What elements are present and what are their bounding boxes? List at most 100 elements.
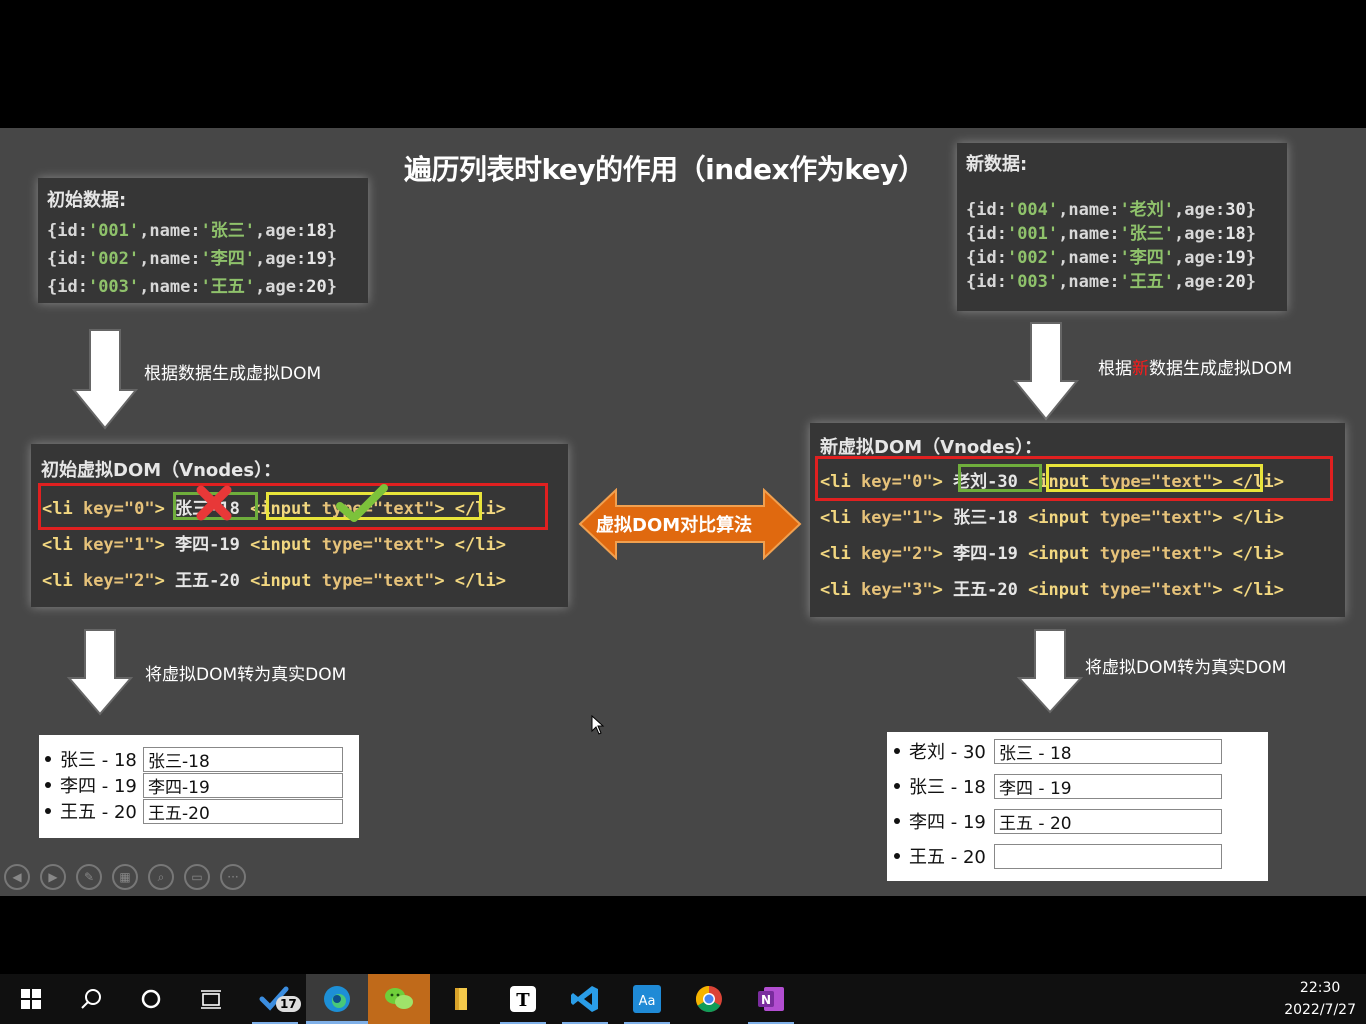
text-input[interactable] — [994, 843, 1222, 869]
list-item-label: 老刘 - 30 — [909, 742, 986, 763]
slide-title: 遍历列表时key的作用（index作为key） — [404, 153, 926, 186]
slides-icon[interactable]: ▦ — [112, 864, 138, 890]
data-object-line: {id:'001',name:'张三',age:18} — [966, 224, 1256, 244]
generate-vdom-label-right: 根据新数据生成虚拟DOM — [1098, 354, 1292, 379]
data-object-line: {id:'003',name:'王五',age:20} — [47, 277, 337, 297]
new-data-box: 新数据: {id:'004',name:'老刘',age:30} {id:'001… — [957, 143, 1287, 311]
list-item-label: 张三 - 18 — [60, 750, 137, 771]
vnode-line: <li key="0"> 老刘-30 <input type="text"> <… — [820, 472, 1284, 492]
checkmark-icon — [336, 484, 388, 522]
start-icon[interactable] — [0, 974, 62, 1024]
edge-icon[interactable] — [306, 974, 368, 1024]
text-input[interactable]: 李四 - 19 — [994, 773, 1222, 799]
data-object-line: {id:'002',name:'李四',age:19} — [47, 249, 337, 269]
clock-time: 22:30 — [1299, 980, 1341, 996]
todo-icon[interactable]: 17 — [244, 974, 306, 1024]
data-object-line: {id:'003',name:'王五',age:20} — [966, 272, 1256, 292]
pen-icon[interactable]: ✎ — [76, 864, 102, 890]
generate-vdom-label-left: 根据数据生成虚拟DOM — [144, 364, 322, 384]
real-dom-list-item: 李四 - 19 李四-19 — [45, 772, 343, 798]
real-dom-list-item: 王五 - 20 王五-20 — [45, 798, 343, 824]
chrome-icon[interactable] — [678, 974, 740, 1024]
list-item-label: 李四 - 19 — [909, 812, 986, 833]
real-dom-list-item: 张三 - 18 李四 - 19 — [894, 773, 1222, 799]
real-dom-list-item: 老刘 - 30 张三 - 18 — [894, 738, 1222, 764]
clock-date: 2022/7/27 — [1284, 1002, 1356, 1018]
svg-text:N: N — [761, 993, 771, 1007]
new-data-header: 新数据: — [966, 154, 1028, 175]
bullet-icon — [894, 818, 900, 824]
search-icon[interactable] — [60, 974, 122, 1024]
to-real-dom-label-left: 将虚拟DOM转为真实DOM — [145, 665, 347, 685]
initial-data-header: 初始数据: — [47, 190, 127, 211]
label-highlight-new: 新 — [1132, 359, 1149, 379]
dictionary-icon[interactable]: Aa — [616, 974, 678, 1024]
initial-vdom-box: 初始虚拟DOM（Vnodes）： — [31, 444, 568, 607]
highlight-green-box — [173, 492, 258, 520]
down-arrow-icon — [72, 329, 138, 430]
new-vdom-box: 新虚拟DOM（Vnodes）： — [810, 423, 1345, 617]
real-dom-list-item: 王五 - 20 — [894, 843, 1222, 869]
compare-double-arrow-icon — [578, 488, 802, 560]
bullet-icon — [894, 783, 900, 789]
new-data-list: {id:'004',name:'老刘',age:30} {id:'001',nam… — [966, 198, 1287, 294]
highlight-red-box — [815, 456, 1333, 501]
more-icon[interactable]: ··· — [220, 864, 246, 890]
list-item-label: 王五 - 20 — [60, 802, 137, 823]
text-input[interactable]: 张三 - 18 — [994, 738, 1222, 764]
wechat-icon[interactable] — [368, 974, 430, 1024]
label-part: 数据生成虚拟DOM — [1149, 359, 1293, 379]
presentation-slide: 遍历列表时key的作用（index作为key） 初始数据: {id:'001',… — [0, 128, 1366, 896]
vnode-line: <li key="2"> 王五-20 <input type="text"> <… — [42, 571, 506, 591]
bullet-icon — [45, 808, 51, 814]
list-item-label: 李四 - 19 — [60, 776, 137, 797]
text-input[interactable]: 张三-18 — [143, 746, 343, 772]
subtitle-icon[interactable]: ▭ — [184, 864, 210, 890]
zoom-icon[interactable]: ⌕ — [148, 864, 174, 890]
data-object-line: {id:'004',name:'老刘',age:30} — [966, 200, 1256, 220]
initial-data-list: {id:'001',name:'张三',age:18} {id:'002',nam… — [47, 217, 368, 301]
initial-vdom-header: 初始虚拟DOM（Vnodes）： — [41, 460, 282, 481]
highlight-yellow-box — [1046, 464, 1263, 492]
svg-text:T: T — [516, 990, 530, 1011]
initial-data-box: 初始数据: {id:'001',name:'张三',age:18}{id:'00… — [38, 178, 368, 303]
system-clock[interactable]: 22:30 2022/7/27 — [1284, 977, 1356, 1021]
down-arrow-icon — [1013, 322, 1079, 421]
vnode-line: <li key="2"> 李四-19 <input type="text"> <… — [820, 544, 1284, 564]
list-item-label: 张三 - 18 — [909, 777, 986, 798]
down-arrow-icon — [67, 629, 133, 716]
next-icon[interactable]: ▶ — [40, 864, 66, 890]
svg-text:Aa: Aa — [639, 994, 656, 1009]
to-real-dom-label-right: 将虚拟DOM转为真实DOM — [1085, 658, 1287, 678]
compare-algorithm-label: 虚拟DOM对比算法 — [596, 515, 753, 536]
list-item-label: 王五 - 20 — [909, 847, 986, 868]
real-dom-list-item: 李四 - 19 王五 - 20 — [894, 808, 1222, 834]
text-input[interactable]: 王五-20 — [143, 798, 343, 824]
task-view-icon[interactable] — [180, 974, 242, 1024]
text-input[interactable]: 王五 - 20 — [994, 808, 1222, 834]
data-object-line: {id:'002',name:'李四',age:19} — [966, 248, 1256, 268]
bullet-icon — [894, 748, 900, 754]
bullet-icon — [45, 782, 51, 788]
mouse-cursor-icon — [591, 715, 605, 735]
vscode-icon[interactable] — [554, 974, 616, 1024]
todo-badge: 17 — [276, 996, 301, 1012]
highlight-green-box — [958, 464, 1042, 492]
vnode-line: <li key="1"> 张三-18 <input type="text"> <… — [820, 508, 1284, 528]
data-object-line: {id:'001',name:'张三',age:18} — [47, 221, 337, 241]
cortana-icon[interactable] — [120, 974, 182, 1024]
bullet-icon — [894, 853, 900, 859]
real-dom-list-item: 张三 - 18 张三-18 — [45, 746, 343, 772]
taskbar: 17 T Aa N 22:30 2022/7/27 — [0, 974, 1366, 1024]
slideshow-controls: ◀ ▶ ✎ ▦ ⌕ ▭ ··· — [4, 864, 246, 890]
prev-icon[interactable]: ◀ — [4, 864, 30, 890]
file-explorer-icon[interactable] — [430, 974, 492, 1024]
label-part: 根据 — [1098, 359, 1132, 379]
vnode-line: <li key="1"> 李四-19 <input type="text"> <… — [42, 535, 506, 555]
text-input[interactable]: 李四-19 — [143, 772, 343, 798]
typora-icon[interactable]: T — [492, 974, 554, 1024]
vnode-line: <li key="3"> 王五-20 <input type="text"> <… — [820, 580, 1284, 600]
onenote-icon[interactable]: N — [740, 974, 802, 1024]
cross-icon — [196, 485, 232, 521]
down-arrow-icon — [1017, 629, 1083, 714]
